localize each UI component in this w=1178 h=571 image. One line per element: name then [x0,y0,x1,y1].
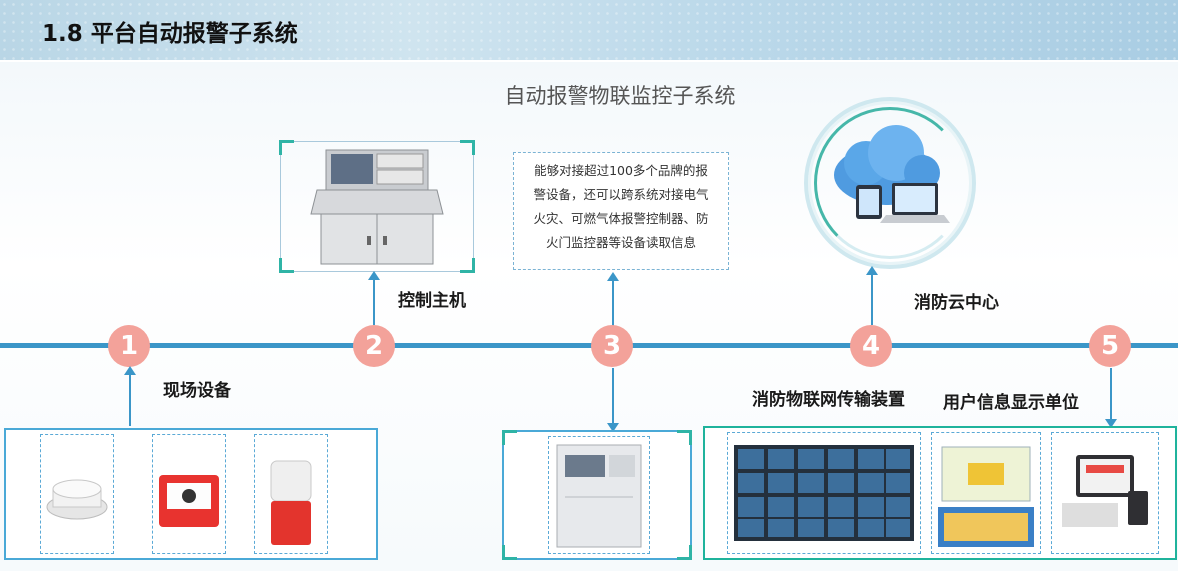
manual-call-point-icon [159,475,219,527]
device-slot [152,434,226,554]
info-line: 警设备，还可以跨系统对接电气 [533,187,709,202]
arrow-control-host [368,271,380,325]
device-slot [254,434,328,554]
step-node-5: 5 [1089,325,1131,367]
header-bar: 1.8 平台自动报警子系统 [0,0,1178,60]
info-line: 火门监控器等设备读取信息 [545,235,696,250]
step-node-1: 1 [108,325,150,367]
cloud-devices-icon [834,125,950,223]
device-slot [727,432,921,554]
control-console-icon [310,149,444,265]
field-equipment-group [4,428,378,560]
step-node-2: 2 [353,325,395,367]
arrow-transmission-device [607,368,619,432]
dashboard-icon [938,446,1034,547]
label-user-info-display: 用户信息显示单位 [943,393,1079,413]
label-field-equipment: 现场设备 [163,381,231,401]
step-node-4: 4 [850,325,892,367]
arrow-field-equipment [124,366,136,426]
fire-alarm-bell-icon [270,460,312,545]
step-node-3: 3 [591,325,633,367]
multi-device-icon [1062,455,1148,527]
cloud-center-ring [804,97,976,269]
diagram-subtitle: 自动报警物联监控子系统 [504,84,736,108]
arrow-cloud-center [866,266,878,325]
transmission-device-group [502,430,692,560]
label-fire-cloud: 消防云中心 [914,293,999,313]
smoke-detector-icon [46,479,108,520]
device-slot [40,434,114,554]
device-slot [1051,432,1159,554]
label-iot-transmission: 消防物联网传输装置 [752,390,905,410]
video-wall-icon [734,445,914,541]
transmission-device-icon [556,444,642,548]
control-host-frame [279,140,475,273]
arrow-info-box [607,272,619,326]
timeline-bar [0,343,1178,348]
arrow-user-info [1105,368,1117,428]
user-display-group [703,426,1177,560]
label-control-host: 控制主机 [398,291,466,311]
info-line: 火灾、可燃气体报警控制器、防 [533,211,709,226]
device-slot [548,436,650,554]
info-line: 能够对接超过100多个品牌的报 [534,163,708,178]
page-title: 1.8 平台自动报警子系统 [42,21,298,47]
device-slot [931,432,1041,554]
integration-info-box: 能够对接超过100多个品牌的报 警设备，还可以跨系统对接电气 火灾、可燃气体报警… [513,152,729,270]
